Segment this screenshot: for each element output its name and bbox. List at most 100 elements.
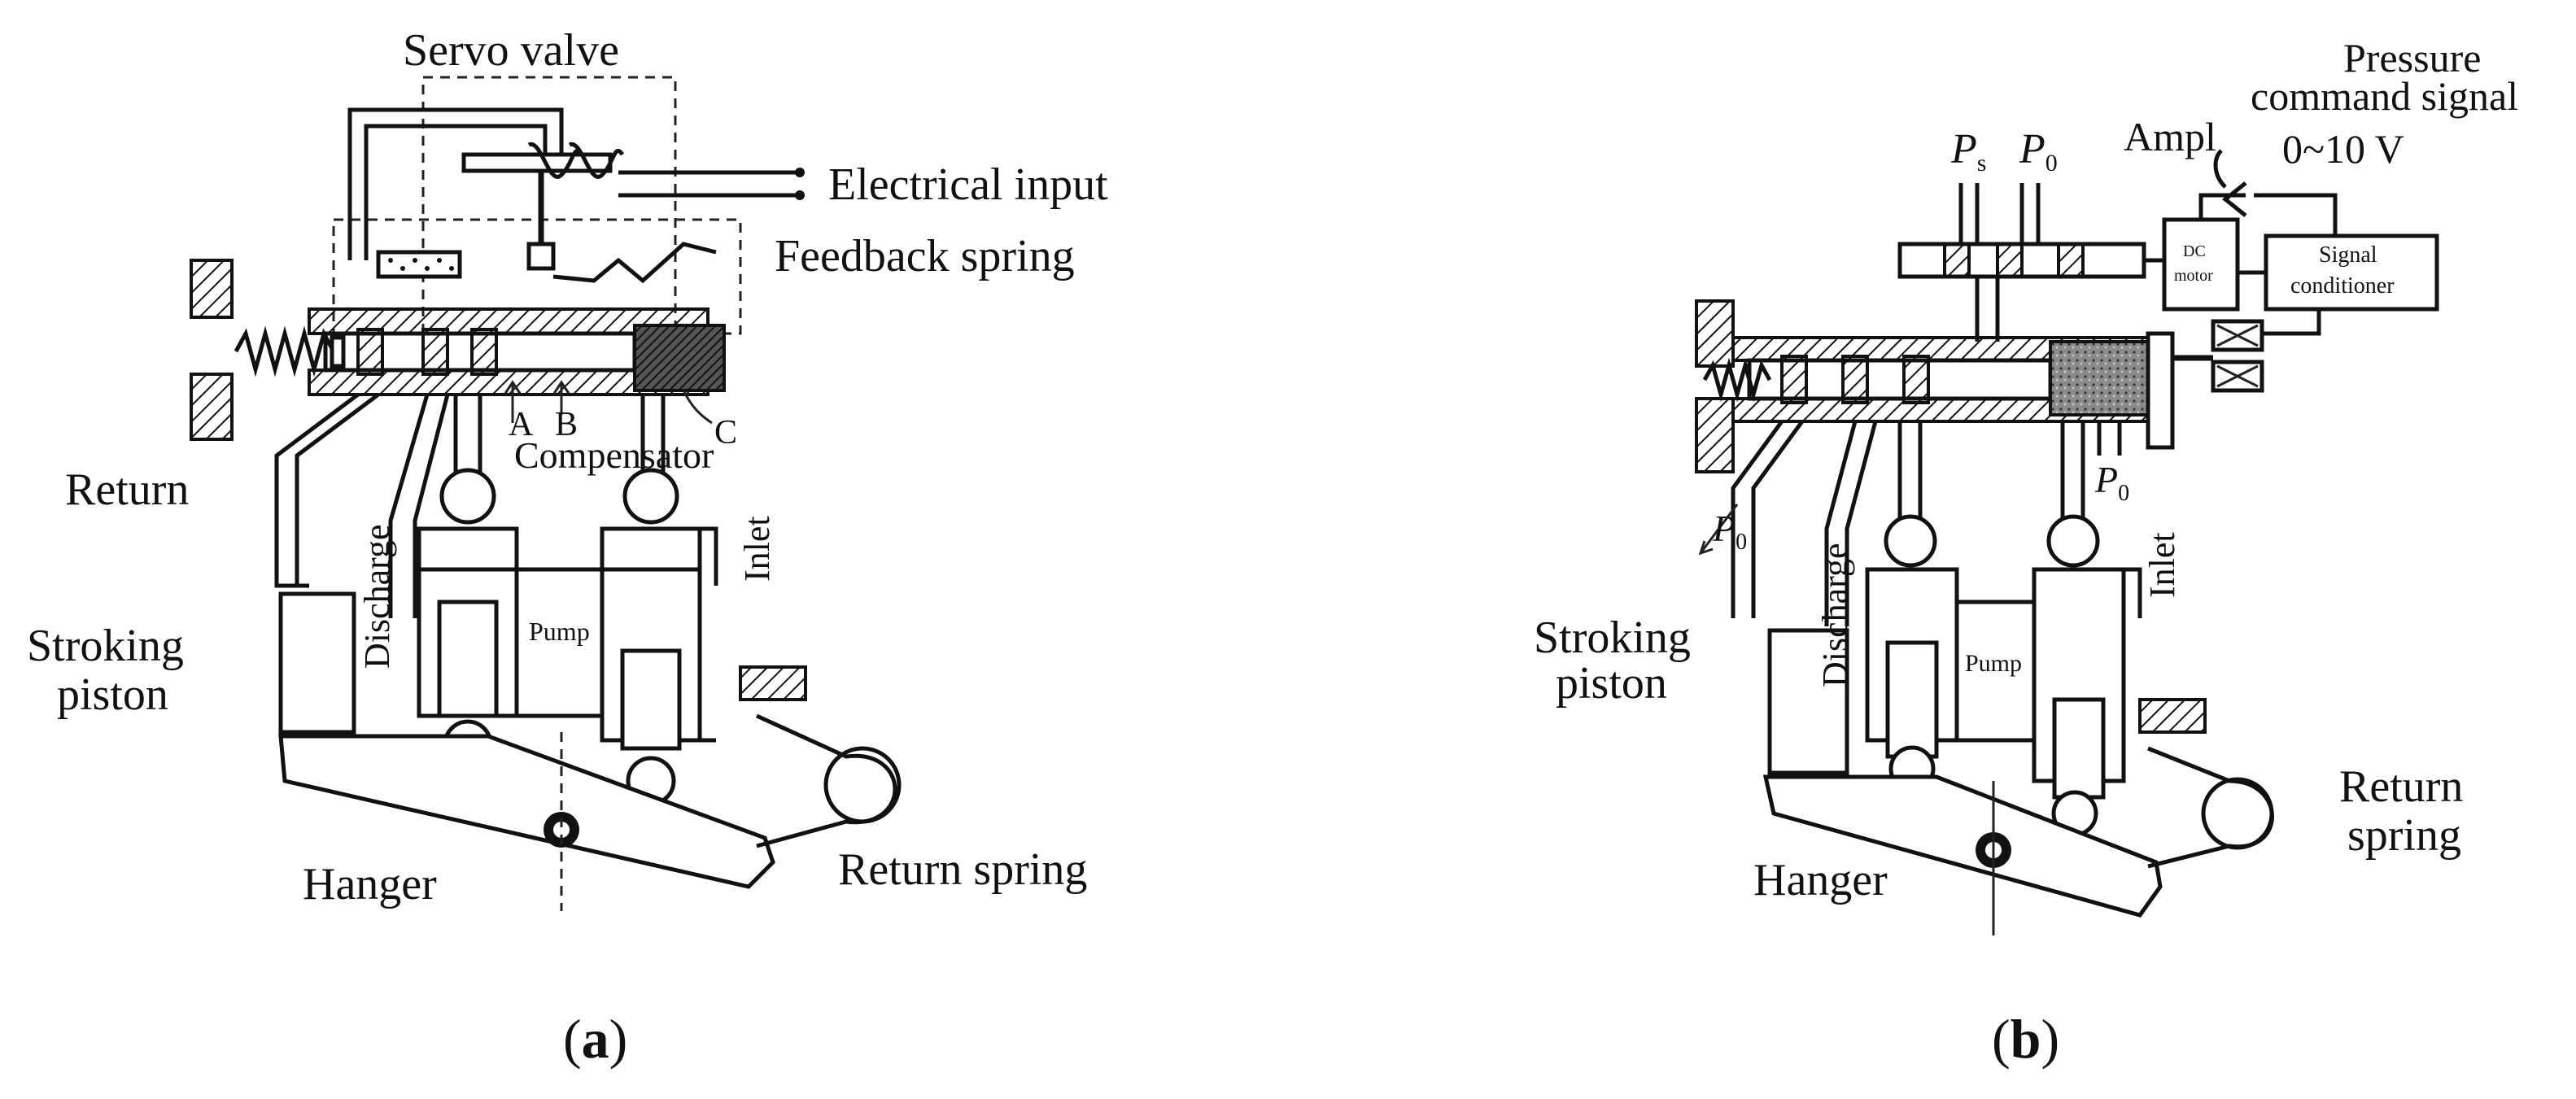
label-inlet: Inlet	[737, 516, 777, 582]
return-spring-coil-a	[823, 746, 902, 824]
check-valve-left-b	[1884, 514, 1937, 568]
spool-land-b3	[1902, 355, 1930, 404]
left-wall-lower-b	[1695, 397, 1735, 473]
stroking-piston-a	[278, 591, 356, 735]
label-hanger: Hanger	[303, 859, 437, 909]
label-pump-b: Pump	[1965, 650, 2022, 677]
label-p0-top: P0	[2019, 126, 2058, 177]
discharge-pipe	[388, 394, 430, 618]
label-stroking-b-line2: piston	[1556, 658, 1667, 709]
left-wall-upper-b	[1695, 299, 1735, 368]
label-return-spring-b-line2: spring	[2347, 810, 2461, 861]
bias-spring	[234, 325, 336, 377]
label-stroking-line1: Stroking	[27, 621, 184, 671]
label-pressure-line1: Pressure	[2343, 35, 2481, 81]
label-voltage-range: 0~10 V	[2282, 126, 2404, 172]
label-discharge-b: Discharge	[1815, 543, 1855, 687]
check-valve-right	[622, 468, 679, 525]
label-stroking-b-line1: Stroking	[1534, 613, 1691, 663]
inlet-pipe-b	[2124, 567, 2142, 618]
label-port-b: B	[555, 406, 578, 443]
label-return-spring: Return spring	[838, 844, 1087, 895]
servo-valve-boundary	[421, 76, 677, 339]
label-pump: Pump	[529, 617, 590, 646]
label-compensator: Compensator	[514, 434, 714, 476]
servo-pipe-left	[347, 107, 564, 260]
hanger-plate-a	[278, 734, 775, 889]
ps-pipe	[1958, 183, 1980, 244]
return-pipe-inner-b	[1751, 420, 1805, 618]
pump-piston-right	[620, 648, 682, 751]
return-spring-b	[2147, 746, 2274, 869]
spool-land-b1	[1780, 355, 1808, 404]
pilot-to-spool	[1975, 277, 2000, 342]
label-dc-line2: motor	[2174, 267, 2213, 285]
label-dc-line1: DC	[2183, 242, 2206, 260]
pump-feed-left-b	[1897, 421, 1923, 521]
port-c-arrow	[682, 390, 713, 425]
spool-land-b2	[1841, 355, 1869, 404]
sensor-lead	[2262, 309, 2321, 336]
p0-pipe	[2019, 183, 2041, 244]
panel-a-diagram	[190, 76, 902, 911]
label-p0-compensator: P0	[2094, 459, 2129, 506]
command-lead	[2254, 193, 2338, 236]
bias-spring-b	[1702, 357, 1772, 403]
stroking-piston-b	[1767, 628, 1849, 775]
check-valve-right-b	[2046, 514, 2100, 568]
port-b-arrow	[552, 380, 571, 415]
label-return: Return	[65, 464, 189, 515]
spool-land-2	[421, 328, 449, 376]
discharge-pipe-b	[1824, 421, 1858, 626]
nozzle-block	[526, 242, 556, 271]
panel-b-labels: Pressure command signal 0~10 V Ampl Ps P…	[1534, 35, 2518, 1070]
pump-piston-left	[437, 600, 499, 718]
label-ps: Ps	[1950, 126, 1986, 177]
spring-seat	[330, 335, 346, 369]
label-servo-valve: Servo valve	[403, 25, 619, 76]
return-spring-coil-b	[2201, 777, 2274, 850]
feedback-spring-wire	[552, 242, 717, 284]
pump-piston-left-b	[1885, 640, 1939, 759]
left-wall-upper	[190, 259, 234, 319]
return-pipe	[274, 393, 360, 588]
return-pipe-b	[1731, 420, 1784, 618]
signal-conditioner-box	[2264, 233, 2439, 312]
pilot-land-3	[2057, 242, 2085, 278]
panel-b-diagram	[1695, 149, 2439, 935]
hanger-plate-b	[1762, 774, 2163, 918]
compensator-piston-b	[2049, 340, 2154, 416]
hanger-pivot-center-a	[553, 822, 570, 838]
caption-b: (b)	[1992, 1008, 2059, 1070]
panel-a-labels: Servo valve Electrical input Feedback sp…	[27, 25, 1108, 1070]
pump-feed-right	[640, 395, 666, 472]
electrical-terminal-bottom	[795, 190, 805, 200]
left-wall-lower	[190, 373, 234, 441]
compensator-piston	[633, 324, 726, 392]
spring-anchor-a	[739, 665, 807, 701]
label-conditioner-line2: conditioner	[2290, 273, 2395, 299]
pump-piston-right-b	[2052, 697, 2106, 800]
caption-a: (a)	[563, 1008, 627, 1070]
label-return-spring-b-line1: Return	[2339, 761, 2463, 812]
pilot-land-2	[1996, 242, 2024, 278]
inlet-pipe	[700, 526, 718, 743]
electrical-terminal-top	[795, 168, 805, 177]
filter-dots	[388, 258, 454, 271]
pump-feed-right-b	[2060, 421, 2085, 521]
spool-land-1	[356, 328, 384, 376]
ampl-leader	[2213, 149, 2227, 189]
check-valve-left	[439, 468, 496, 525]
filter-element	[376, 250, 462, 279]
label-ampl: Ampl	[2124, 114, 2216, 159]
label-inlet-b: Inlet	[2142, 532, 2182, 598]
p0-arrow-left	[1698, 504, 1739, 556]
dc-motor-box	[2162, 217, 2240, 312]
discharge-pipe-inner	[413, 394, 450, 618]
label-conditioner-line1: Signal	[2319, 242, 2377, 268]
compensator-endcap-b	[2146, 331, 2175, 450]
label-stroking-line2: piston	[57, 669, 168, 720]
spring-anchor-b	[2138, 698, 2207, 734]
